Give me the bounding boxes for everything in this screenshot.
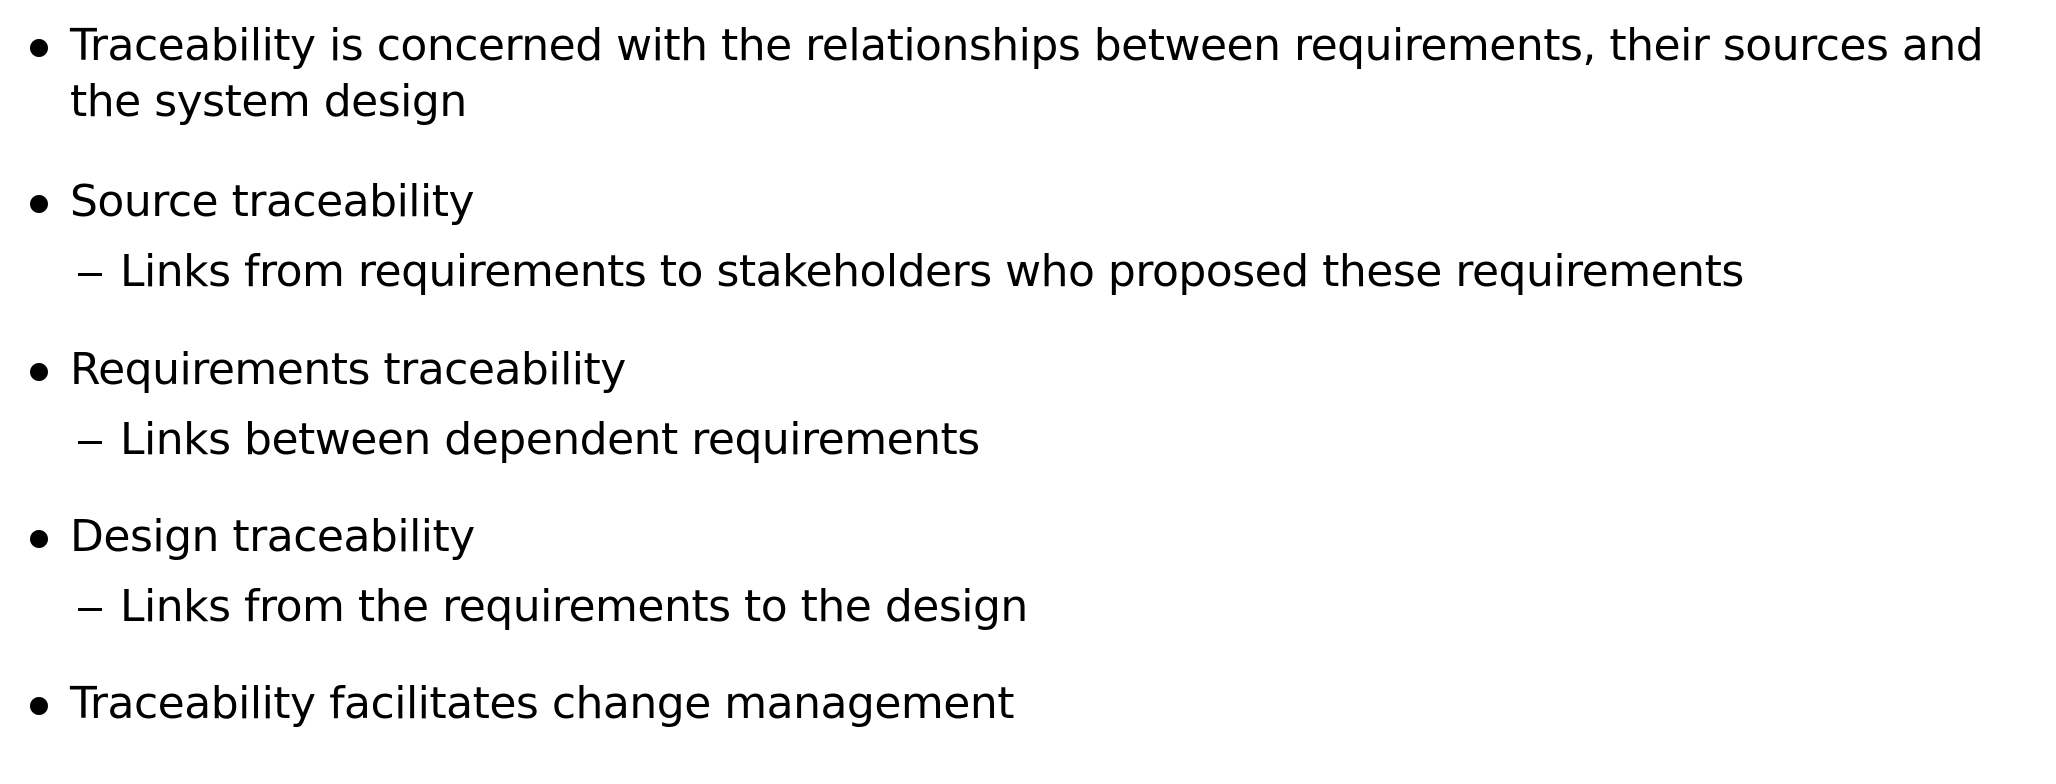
- sub-bullet-text: Links from the requirements to the desig…: [120, 581, 1028, 632]
- bullet-icon: [24, 18, 54, 74]
- bullet-icon: [24, 676, 54, 732]
- bullet-text: Traceability is concerned with the relat…: [70, 20, 1984, 127]
- bullet-item: Traceability is concerned with the relat…: [0, 18, 2056, 130]
- dash-icon: [74, 412, 106, 468]
- dash-icon: [74, 579, 106, 635]
- bullet-icon: [24, 174, 54, 230]
- bullet-icon: [24, 509, 54, 565]
- bullet-text: Design traceability: [70, 511, 475, 562]
- bullet-icon: [24, 342, 54, 398]
- bullet-text: Requirements traceability: [70, 344, 626, 395]
- sub-bullet-text: Links from requirements to stakeholders …: [120, 246, 1744, 297]
- bullet-text: Source traceability: [70, 176, 475, 227]
- bullet-text: Traceability facilitates change manageme…: [70, 678, 1015, 729]
- sub-bullet-text: Links between dependent requirements: [120, 414, 980, 465]
- dash-icon: [74, 244, 106, 300]
